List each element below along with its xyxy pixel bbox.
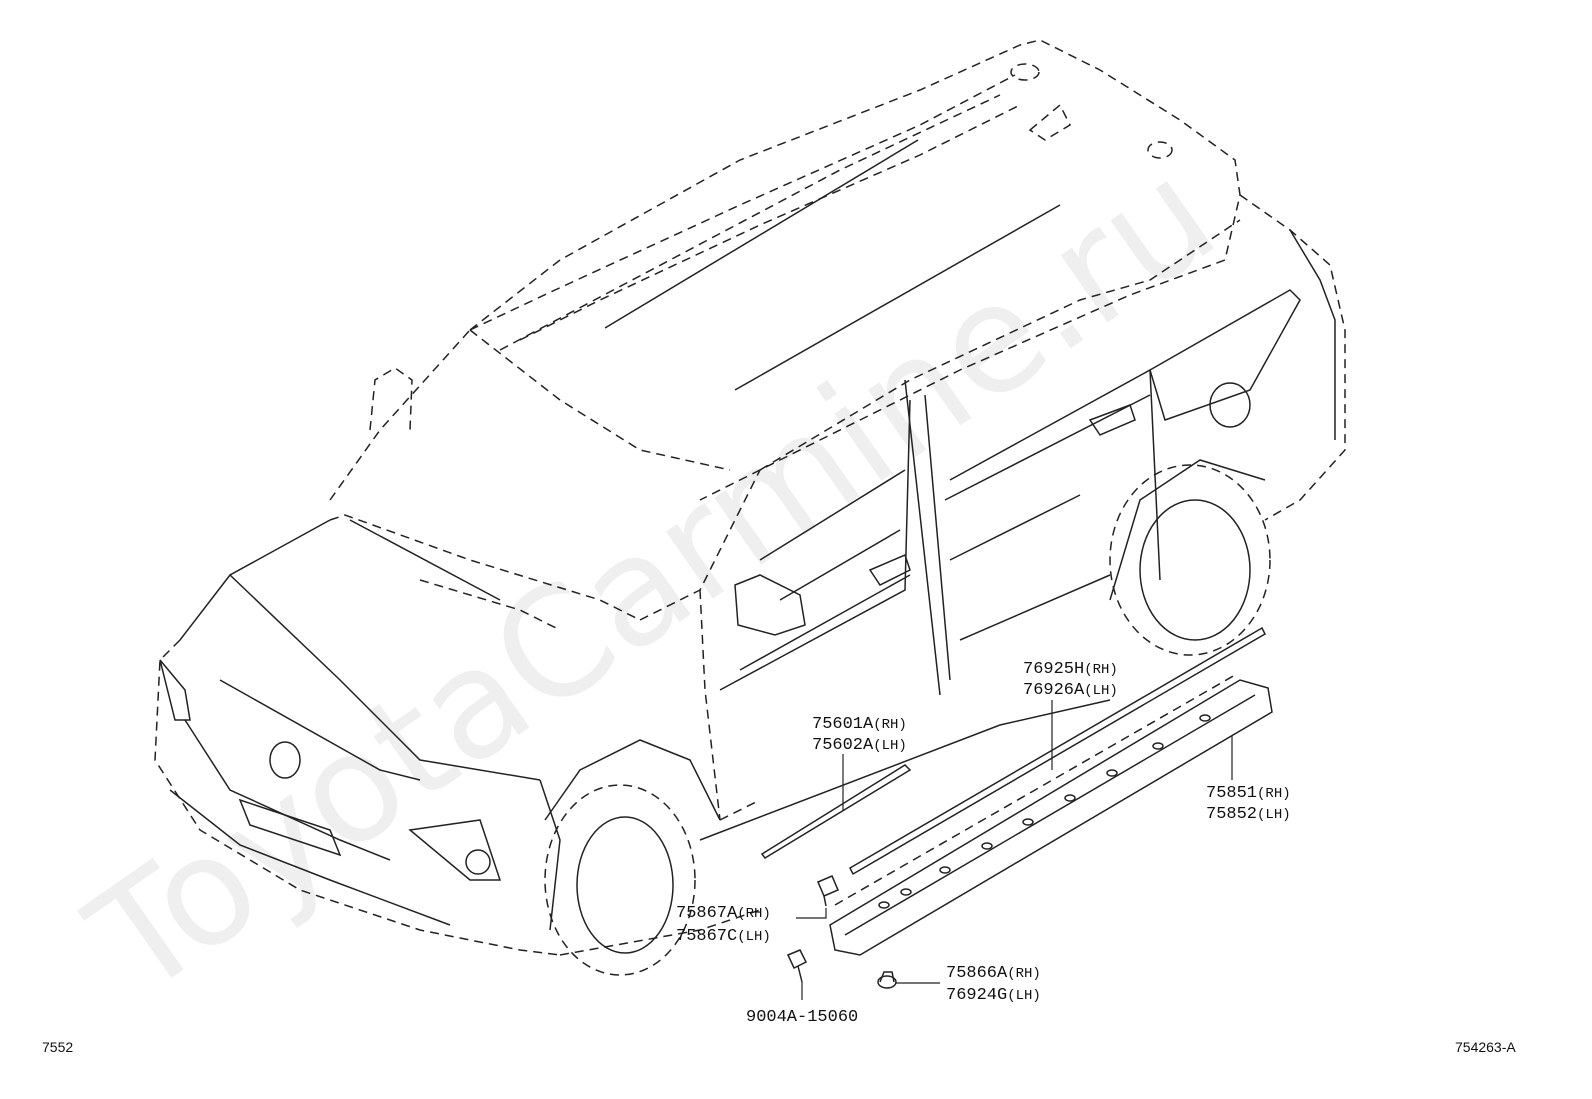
svg-text:76925H(RH): 76925H(RH) [1023,660,1118,679]
svg-text:ToyotaCarmine.ru: ToyotaCarmine.ru [60,127,1246,1030]
svg-text:75867A(RH): 75867A(RH) [676,904,771,923]
svg-text:75601A(RH): 75601A(RH) [812,715,907,734]
svg-text:75867C(LH): 75867C(LH) [676,927,771,946]
svg-text:75852(LH): 75852(LH) [1206,805,1291,824]
svg-text:75851(RH): 75851(RH) [1206,784,1291,803]
callout-upper-moulding: 76925H(RH) 76926A(LH) [1023,660,1118,700]
callout-door-moulding: 75601A(RH) 75602A(LH) [812,715,907,755]
callout-screw: 9004A-15060 [746,1008,858,1027]
part-door-moulding [760,764,912,859]
callout-clip-lower: 75866A(RH) 76924G(LH) [946,964,1041,1005]
watermark: ToyotaCarmine.ru [60,127,1246,1030]
svg-text:76924G(LH): 76924G(LH) [946,986,1041,1005]
diagram-code-right: 754263-A [1455,1039,1516,1055]
svg-text:76926A(LH): 76926A(LH) [1023,681,1118,700]
svg-text:9004A-15060: 9004A-15060 [746,1008,858,1027]
part-rocker-panel [829,674,1273,956]
rocker-clip-holes [878,714,1211,909]
part-clip-lower [877,971,897,989]
part-screw [786,949,808,983]
svg-text:75602A(LH): 75602A(LH) [812,736,907,755]
callout-clip-front: 75867A(RH) 75867C(LH) [676,904,771,946]
svg-text:75866A(RH): 75866A(RH) [946,964,1041,983]
leader-lines [796,700,1233,1000]
callout-rocker-panel: 75851(RH) 75852(LH) [1206,784,1291,824]
diagram-index-left: 7552 [42,1039,73,1055]
part-clip-front [817,875,839,907]
vehicle-outline [154,39,1346,976]
part-upper-moulding [849,626,1266,876]
